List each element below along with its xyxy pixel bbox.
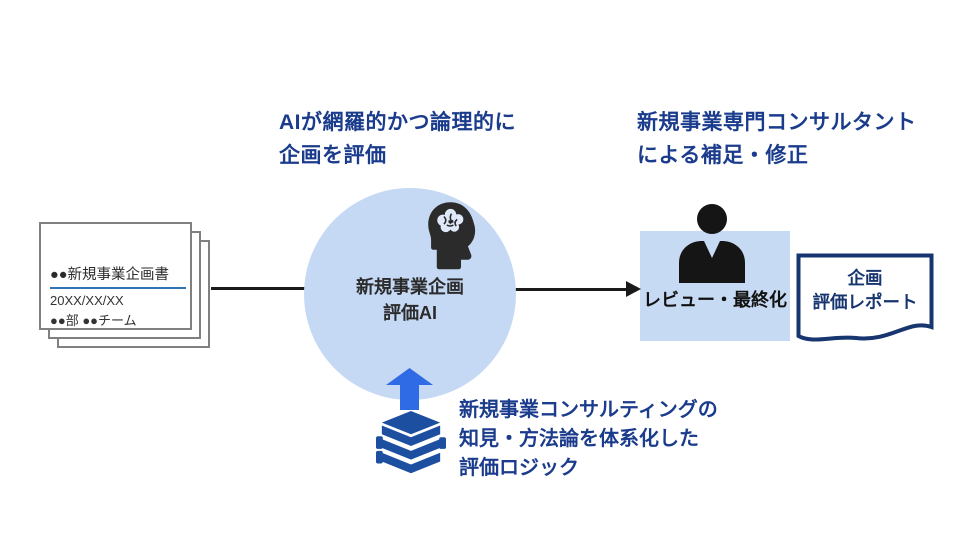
- head-brain-icon: [428, 202, 476, 270]
- books-icon: [376, 410, 446, 474]
- ai-circle-label-line2: 評価AI: [383, 303, 437, 323]
- knowledge-text: 新規事業コンサルティングの 知見・方法論を体系化した 評価ロジック: [459, 396, 718, 483]
- connector-line-output: [514, 288, 627, 291]
- document-page-front: ●●新規事業企画書 20XX/XX/XX ●●部 ●●チーム: [39, 222, 192, 330]
- arrowhead-right-icon: [626, 281, 641, 297]
- report-label-line2: 評価レポート: [812, 292, 918, 312]
- report-document: 企画 評価レポート: [796, 253, 934, 347]
- report-label: 企画 評価レポート: [796, 266, 934, 314]
- report-label-line1: 企画: [847, 268, 883, 288]
- knowledge-line3: 評価ロジック: [459, 457, 579, 479]
- ai-circle: 新規事業企画 評価AI: [304, 188, 516, 400]
- document-team: ●●部 ●●チーム: [50, 313, 137, 328]
- report-document-icon: [796, 253, 934, 342]
- ai-circle-label-line1: 新規事業企画: [356, 277, 464, 297]
- heading-consultant-line1: 新規事業専門コンサルタント: [637, 111, 917, 134]
- heading-ai-line1: AIが網羅的かつ論理的に: [279, 111, 516, 134]
- document-date: 20XX/XX/XX: [50, 293, 124, 308]
- review-label: レビュー・最終化: [643, 290, 787, 310]
- review-box: レビュー・最終化: [640, 204, 790, 341]
- document-title: ●●新規事業企画書: [50, 267, 170, 283]
- heading-consultant-line2: による補足・修正: [637, 144, 809, 167]
- document-title-divider: [50, 287, 186, 289]
- heading-ai-line2: 企画を評価: [279, 144, 387, 167]
- up-arrow-icon: [386, 368, 433, 410]
- heading-consultant-review: 新規事業専門コンサルタント による補足・修正: [637, 106, 917, 172]
- heading-ai-evaluation: AIが網羅的かつ論理的に 企画を評価: [279, 106, 516, 172]
- knowledge-line1: 新規事業コンサルティングの: [459, 399, 718, 421]
- person-icon: [679, 204, 745, 283]
- ai-circle-label: 新規事業企画 評価AI: [304, 274, 516, 326]
- knowledge-line2: 知見・方法論を体系化した: [459, 428, 699, 450]
- connector-line-input: [211, 287, 313, 290]
